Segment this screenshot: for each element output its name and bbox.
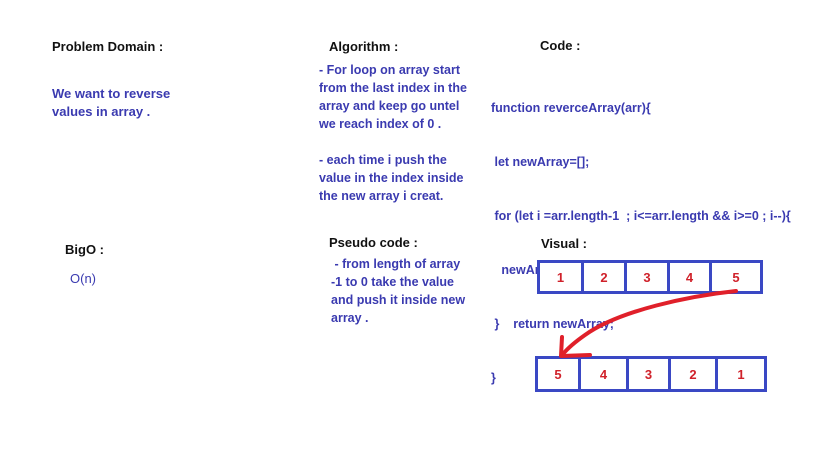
array-cell: 2 bbox=[671, 359, 718, 389]
array-cell: 1 bbox=[540, 263, 584, 291]
pseudo-line: array . bbox=[331, 311, 369, 325]
arrow-curve bbox=[561, 289, 738, 356]
algorithm-label: Algorithm : bbox=[329, 39, 399, 54]
array-cell: 5 bbox=[732, 269, 740, 285]
bigo-value: O(n) bbox=[70, 271, 96, 286]
algorithm-line: - each time i push the bbox=[319, 153, 447, 167]
bigo-label: BigO : bbox=[65, 242, 104, 257]
algorithm-line: - For loop on array start bbox=[319, 63, 460, 77]
array-cell: 1 bbox=[737, 366, 745, 382]
array-cell: 2 bbox=[584, 263, 627, 291]
reversed-array: 5 4 3 2 1 bbox=[535, 356, 767, 392]
pseudo-line: and push it inside new bbox=[331, 293, 466, 307]
algorithm-text: - For loop on array start from the last … bbox=[319, 61, 467, 205]
code-label: Code : bbox=[540, 38, 581, 53]
pseudo-code-text: - from length of array -1 to 0 take the … bbox=[331, 255, 465, 327]
array-cell: 4 bbox=[581, 359, 629, 389]
code-line: function reverceArray(arr){ bbox=[491, 101, 651, 115]
array-cell: 4 bbox=[670, 263, 712, 291]
pseudo-line: -1 to 0 take the value bbox=[331, 275, 454, 289]
algorithm-line: from the last index in the bbox=[319, 81, 467, 95]
arrow-head bbox=[559, 335, 592, 358]
code-line: let newArray=[]; bbox=[491, 155, 590, 169]
problem-domain-label: Problem Domain : bbox=[52, 39, 164, 54]
problem-line: values in array . bbox=[52, 104, 151, 119]
problem-line: We want to reverse bbox=[52, 86, 171, 101]
problem-domain-text: We want to reverse values in array . bbox=[52, 85, 170, 121]
algorithm-line: the new array i creat. bbox=[319, 189, 444, 203]
array-cell: 3 bbox=[629, 359, 671, 389]
array-cell: 5 bbox=[538, 359, 581, 389]
visual-label: Visual : bbox=[541, 236, 588, 251]
code-line: for (let i =arr.length-1 ; i<=arr.length… bbox=[491, 209, 791, 223]
pseudo-line: - from length of array bbox=[331, 257, 461, 271]
algorithm-line: we reach index of 0 . bbox=[319, 117, 442, 131]
algorithm-line: array and keep go untel bbox=[319, 99, 460, 113]
array-cell: 3 bbox=[627, 263, 670, 291]
code-line: } bbox=[491, 371, 496, 385]
original-array: 1 2 3 4 5 bbox=[537, 260, 763, 294]
algorithm-line: value in the index inside bbox=[319, 171, 464, 185]
pseudo-code-label: Pseudo code : bbox=[329, 235, 418, 250]
